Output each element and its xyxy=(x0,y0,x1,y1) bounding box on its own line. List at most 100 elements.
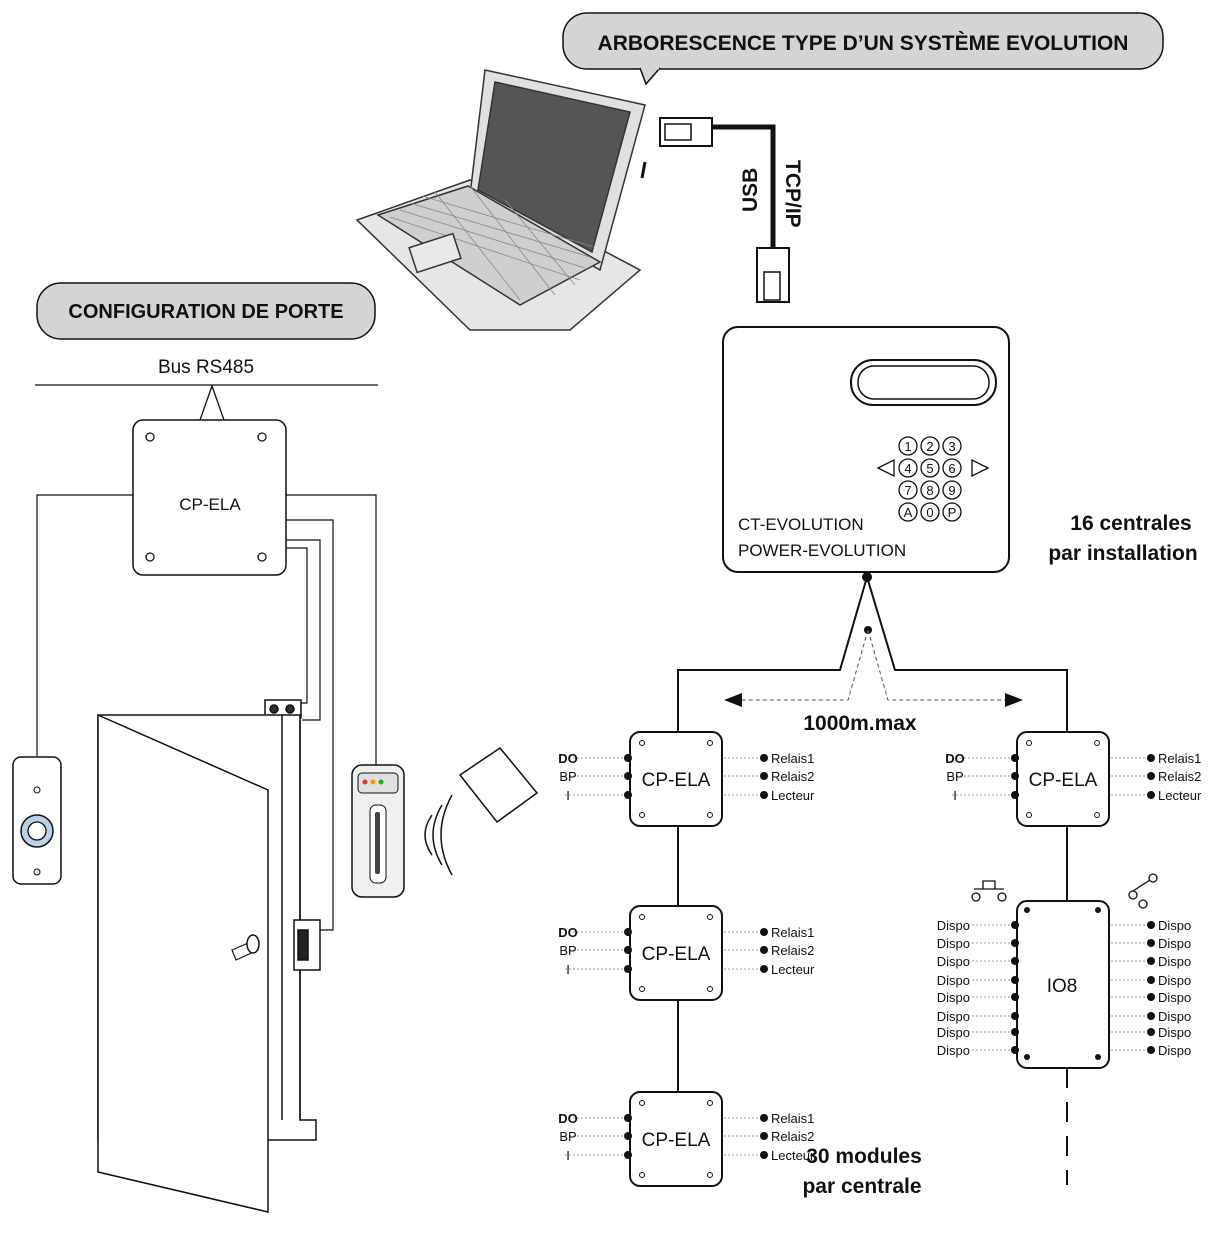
keypad-key: 2 xyxy=(920,436,940,456)
title-arborescence-bubble: ARBORESCENCE TYPE D’UN SYSTÈME EVOLUTION xyxy=(562,12,1164,86)
cp-output-label: Relais1 xyxy=(771,1111,814,1126)
keypad-key: 8 xyxy=(920,480,940,500)
laptop-icon xyxy=(355,69,646,331)
io8-right-label: Dispo xyxy=(1158,954,1191,969)
door-controller: CP-ELA xyxy=(132,419,287,576)
cp-output-label: Lecteur xyxy=(771,1148,815,1163)
cp-input-label: DO xyxy=(945,751,965,766)
cp-input-label: I xyxy=(566,1148,570,1163)
cp-output-label: Lecteur xyxy=(1158,788,1202,803)
cp-input-label: I xyxy=(566,788,570,803)
push-button-symbol-icon xyxy=(971,880,1007,902)
cp-input-label: DO xyxy=(558,925,578,940)
keypad-key-label: 8 xyxy=(926,483,933,498)
keypad-key: 1 xyxy=(898,436,918,456)
distance-label: 1000m.max xyxy=(803,712,917,735)
title-configuration: CONFIGURATION DE PORTE xyxy=(68,301,343,323)
cp-input-label: BP xyxy=(559,1129,576,1144)
door-wiring xyxy=(36,494,377,931)
arrow-left-icon xyxy=(876,458,895,478)
cp-ela-label: CP-ELA xyxy=(642,944,711,965)
modules-note-line2: par centrale xyxy=(802,1175,921,1198)
keypad-key-label: 0 xyxy=(926,505,933,520)
keypad-key-label: 2 xyxy=(926,439,933,454)
io8-left-label: Dispo xyxy=(937,973,970,988)
io8-left-label: Dispo xyxy=(937,1009,970,1024)
cp-input-label: BP xyxy=(559,769,576,784)
modules-note-line1: 30 modules xyxy=(806,1145,922,1168)
keypad-key-label: 3 xyxy=(948,439,955,454)
io8-module: IO8 DispoDispoDispoDispoDispoDispoDispoD… xyxy=(937,873,1192,1069)
title-arborescence: ARBORESCENCE TYPE D’UN SYSTÈME EVOLUTION xyxy=(598,32,1129,55)
io8-left-label: Dispo xyxy=(937,1025,970,1040)
arrow-right-icon xyxy=(971,458,990,478)
door-module-label: CP-ELA xyxy=(179,495,241,514)
io8-right-label: Dispo xyxy=(1158,1043,1191,1058)
cp-input-label: BP xyxy=(559,943,576,958)
central-line2: POWER-EVOLUTION xyxy=(738,541,906,560)
io8-left-label: Dispo xyxy=(937,1043,970,1058)
keypad-key-label: 7 xyxy=(904,483,911,498)
cp-input-label: BP xyxy=(946,769,963,784)
usb-label: USB xyxy=(739,168,762,212)
io8-pins: DispoDispoDispoDispoDispoDispoDispoDispo… xyxy=(937,918,1192,1058)
io8-right-label: Dispo xyxy=(1158,1009,1191,1024)
io8-right-label: Dispo xyxy=(1158,1025,1191,1040)
cp-output-label: Relais1 xyxy=(771,925,814,940)
bus-rs485: Bus RS485 xyxy=(35,357,378,421)
title-configuration-bubble: CONFIGURATION DE PORTE xyxy=(36,282,376,340)
card-reader-icon xyxy=(351,764,405,898)
cp-output-label: Relais1 xyxy=(771,751,814,766)
cp-output-label: Relais2 xyxy=(1158,769,1201,784)
keypad-key-label: 4 xyxy=(904,461,911,476)
keypad-key-label: 6 xyxy=(948,461,955,476)
bus-lines xyxy=(677,576,1068,1185)
keypad-key-label: 1 xyxy=(904,439,911,454)
cp-input-label: I xyxy=(566,962,570,977)
cp-input-label: DO xyxy=(558,751,578,766)
cp-output-label: Lecteur xyxy=(771,962,815,977)
keypad-key-label: 5 xyxy=(926,461,933,476)
distance-indicator: 1000m.max xyxy=(724,626,1023,735)
keypad-key: 7 xyxy=(898,480,918,500)
io8-left-label: Dispo xyxy=(937,990,970,1005)
keypad-key-label: A xyxy=(904,505,913,520)
cp-output-label: Relais2 xyxy=(771,943,814,958)
switch-symbol-icon xyxy=(1128,873,1158,909)
cp-output-label: Lecteur xyxy=(771,788,815,803)
access-card-icon xyxy=(458,746,539,824)
central-line1: CT-EVOLUTION xyxy=(738,515,864,534)
io8-left-label: Dispo xyxy=(937,954,970,969)
cp-output-label: Relais2 xyxy=(771,1129,814,1144)
door-icon xyxy=(97,699,321,1213)
bus-label: Bus RS485 xyxy=(158,357,254,378)
signal-waves-icon xyxy=(424,794,453,876)
io8-right-label: Dispo xyxy=(1158,918,1191,933)
io8-right-label: Dispo xyxy=(1158,990,1191,1005)
keypad-key: 4 xyxy=(898,458,918,478)
keypad-key: A xyxy=(898,502,918,522)
keypad-key-label: P xyxy=(948,505,957,520)
io8-left-label: Dispo xyxy=(937,918,970,933)
keypad-key: P xyxy=(942,502,962,522)
tcpip-label: TCP/IP xyxy=(781,160,804,228)
keypad-key: 0 xyxy=(920,502,940,522)
centrales-note-line1: 16 centrales xyxy=(1070,512,1191,535)
io8-left-label: Dispo xyxy=(937,936,970,951)
keypad-key: 9 xyxy=(942,480,962,500)
keypad-key-label: 9 xyxy=(948,483,955,498)
io8-label: IO8 xyxy=(1047,976,1078,997)
network-cable: USB TCP/IP xyxy=(640,117,804,303)
cp-input-label: I xyxy=(953,788,957,803)
cp-ela-label: CP-ELA xyxy=(642,1130,711,1151)
cp-input-label: DO xyxy=(558,1111,578,1126)
exit-button-icon xyxy=(12,756,62,885)
keypad-key: 3 xyxy=(942,436,962,456)
cp-ela-label: CP-ELA xyxy=(1029,770,1098,791)
io8-right-label: Dispo xyxy=(1158,936,1191,951)
